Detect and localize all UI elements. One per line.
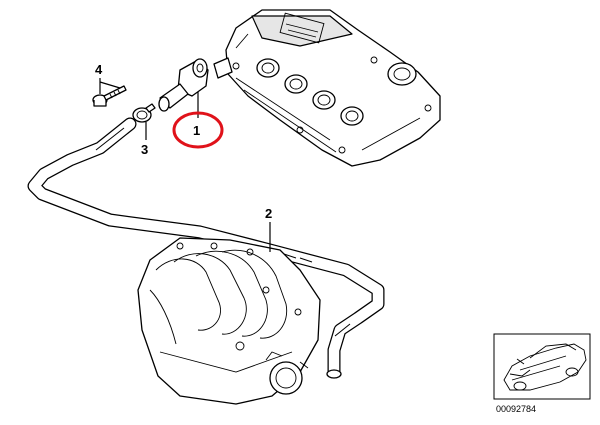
highlight-circle [172,111,224,149]
car-icon [503,343,587,391]
reference-number: 00092784 [496,404,536,414]
callout-1: 1 [193,123,200,138]
valve-cover [213,9,441,167]
hose-clamp [132,103,156,123]
callout-4: 4 [95,62,103,77]
screw [92,85,127,107]
callout-3: 3 [141,142,148,157]
pressure-control-valve [158,58,209,112]
vehicle-inset: 00092784 [493,333,591,414]
intake-manifold [137,237,321,405]
leader-lines [99,78,271,252]
callout-2: 2 [265,206,272,221]
